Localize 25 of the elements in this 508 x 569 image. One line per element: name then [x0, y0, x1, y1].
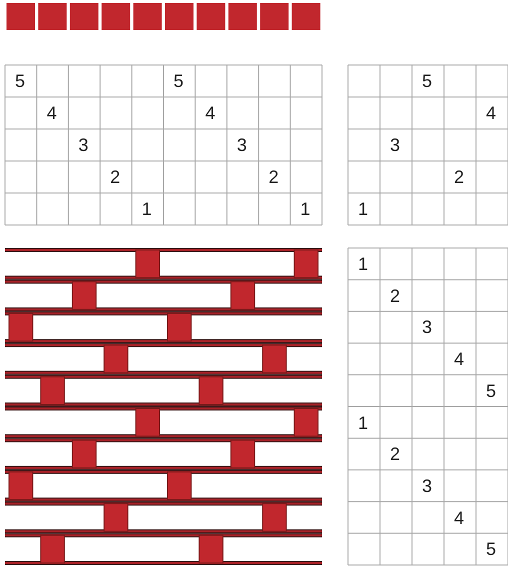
grid-number: 1	[300, 200, 310, 218]
grid-number: 2	[390, 286, 400, 305]
grid-number: 3	[78, 136, 88, 154]
grid-number: 5	[15, 72, 26, 90]
grid-number: 4	[454, 508, 464, 527]
grid-number: 4	[205, 104, 216, 122]
grid-number: 2	[454, 168, 464, 186]
grid-number: 2	[110, 168, 120, 186]
grid-number: 1	[358, 255, 368, 273]
grid-number: 2	[268, 168, 279, 186]
grid-number: 5	[422, 72, 432, 90]
grid-number: 5	[174, 72, 184, 90]
grid-number: 3	[422, 318, 432, 336]
grid-number: 3	[422, 476, 432, 495]
grid-number: 4	[486, 104, 496, 122]
grid-number: 4	[46, 104, 57, 122]
grid-number: 4	[454, 350, 464, 368]
grid-number: 5	[486, 382, 496, 400]
grid-number: 3	[236, 136, 247, 154]
grid-number: 3	[390, 136, 400, 154]
grid-number: 1	[358, 200, 368, 218]
grid-number: 1	[142, 200, 152, 218]
grid-number: 1	[358, 414, 368, 432]
grid-number: 2	[390, 445, 400, 464]
grid-number: 5	[486, 540, 496, 558]
